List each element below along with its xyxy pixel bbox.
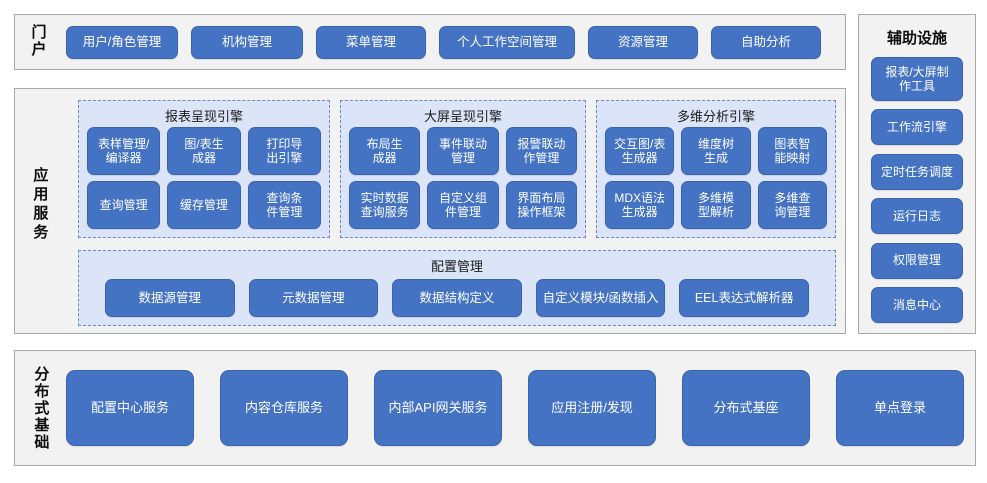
engine-node-1-0[interactable]: 布局生 成器 bbox=[349, 127, 421, 175]
aux-button-5[interactable]: 消息中心 bbox=[871, 286, 963, 323]
base-service-button-1[interactable]: 内容仓库服务 bbox=[220, 370, 348, 446]
engine-node-2-2[interactable]: 图表智 能映射 bbox=[757, 127, 827, 175]
base-service-button-5[interactable]: 单点登录 bbox=[836, 370, 964, 446]
engine-node-0-3[interactable]: 查询管理 bbox=[87, 181, 161, 229]
engine-node-0-5[interactable]: 查询条 件管理 bbox=[247, 181, 321, 229]
engine-node-grid: 表样管理/ 编译器图/表生 成器打印导 出引擎查询管理缓存管理查询条 件管理 bbox=[87, 127, 321, 229]
config-button-1[interactable]: 元数据管理 bbox=[248, 279, 379, 317]
engine-node-1-2[interactable]: 报警联动 作管理 bbox=[505, 127, 577, 175]
config-item-row: 数据源管理元数据管理数据结构定义自定义模块/函数插入 EEL表达式解析器 bbox=[105, 278, 809, 318]
portal-item-row: 用户/角色管理机构管理菜单管理个人工作空间管理资源管理自助分析 bbox=[66, 22, 836, 62]
engine-node-2-0[interactable]: 交互图/表 生成器 bbox=[605, 127, 675, 175]
portal-button-2[interactable]: 菜单管理 bbox=[316, 25, 426, 59]
aux-facilities-panel: 辅助设施 报表/大屏制 作工具工作流引擎定时任务调度运行日志权限管理消息中心 bbox=[858, 14, 976, 334]
portal-button-1[interactable]: 机构管理 bbox=[191, 25, 303, 59]
aux-facilities-title: 辅助设施 bbox=[886, 30, 947, 47]
portal-button-5[interactable]: 自助分析 bbox=[711, 25, 821, 59]
aux-button-3[interactable]: 运行日志 bbox=[871, 198, 963, 235]
engine-group-report: 报表呈现引擎 表样管理/ 编译器图/表生 成器打印导 出引擎查询管理缓存管理查询… bbox=[78, 100, 330, 238]
engine-node-2-5[interactable]: 多维查 询管理 bbox=[757, 181, 827, 229]
engine-group-title: 多维分析引擎 bbox=[676, 109, 755, 124]
engine-node-1-3[interactable]: 实时数据 查询服务 bbox=[349, 181, 421, 229]
portal-band-label: 门 户 bbox=[31, 24, 47, 58]
config-button-4[interactable]: EEL表达式解析器 bbox=[679, 279, 809, 317]
base-service-button-0[interactable]: 配置中心服务 bbox=[66, 370, 194, 446]
config-management-title: 配置管理 bbox=[430, 259, 483, 274]
engine-node-1-5[interactable]: 界面布局 操作框架 bbox=[505, 181, 577, 229]
portal-button-4[interactable]: 资源管理 bbox=[588, 25, 698, 59]
aux-button-0[interactable]: 报表/大屏制 作工具 bbox=[871, 57, 963, 101]
config-management-group: 配置管理 数据源管理元数据管理数据结构定义自定义模块/函数插入 EEL表达式解析器 bbox=[78, 250, 836, 326]
distributed-base-band-label: 分布式基础 bbox=[32, 365, 50, 451]
aux-button-2[interactable]: 定时任务调度 bbox=[871, 153, 963, 190]
base-service-button-3[interactable]: 应用注册/发现 bbox=[528, 370, 656, 446]
engine-node-grid: 交互图/表 生成器维度树 生成图表智 能映射 MDX语法 生成器多维模 型解析多维… bbox=[605, 127, 827, 229]
engine-node-0-0[interactable]: 表样管理/ 编译器 bbox=[87, 127, 161, 175]
engine-node-grid: 布局生 成器事件联动 管理报警联动 作管理实时数据 查询服务自定义组 件管理界面… bbox=[349, 127, 577, 229]
base-service-button-2[interactable]: 内部API网关服务 bbox=[374, 370, 502, 446]
engine-node-1-1[interactable]: 事件联动 管理 bbox=[427, 127, 499, 175]
portal-button-0[interactable]: 用户/角色管理 bbox=[66, 25, 178, 59]
config-button-3[interactable]: 自定义模块/函数插入 bbox=[535, 279, 666, 317]
engine-node-2-3[interactable]: MDX语法 生成器 bbox=[605, 181, 675, 229]
engine-node-2-4[interactable]: 多维模 型解析 bbox=[681, 181, 751, 229]
engine-node-0-2[interactable]: 打印导 出引擎 bbox=[247, 127, 321, 175]
base-service-button-4[interactable]: 分布式基座 bbox=[682, 370, 810, 446]
engine-node-0-4[interactable]: 缓存管理 bbox=[167, 181, 241, 229]
engine-group-title: 报表呈现引擎 bbox=[164, 109, 243, 124]
aux-button-4[interactable]: 权限管理 bbox=[871, 242, 963, 279]
config-button-2[interactable]: 数据结构定义 bbox=[392, 279, 522, 317]
engine-group-title: 大屏呈现引擎 bbox=[423, 109, 502, 124]
aux-button-1[interactable]: 工作流引擎 bbox=[871, 109, 963, 146]
distributed-base-item-row: 配置中心服务内容仓库服务内部API网关服务应用注册/发现分布式基座单点登录 bbox=[66, 364, 964, 452]
engine-node-2-1[interactable]: 维度树 生成 bbox=[681, 127, 751, 175]
app-services-band-label: 应用服务 bbox=[31, 167, 49, 243]
config-button-0[interactable]: 数据源管理 bbox=[105, 279, 235, 317]
engine-node-0-1[interactable]: 图/表生 成器 bbox=[167, 127, 241, 175]
engine-node-1-4[interactable]: 自定义组 件管理 bbox=[427, 181, 499, 229]
engine-group-bigscreen: 大屏呈现引擎 布局生 成器事件联动 管理报警联动 作管理实时数据 查询服务自定义… bbox=[340, 100, 586, 238]
aux-item-list: 报表/大屏制 作工具工作流引擎定时任务调度运行日志权限管理消息中心 bbox=[871, 57, 963, 323]
portal-button-3[interactable]: 个人工作空间管理 bbox=[439, 25, 575, 59]
